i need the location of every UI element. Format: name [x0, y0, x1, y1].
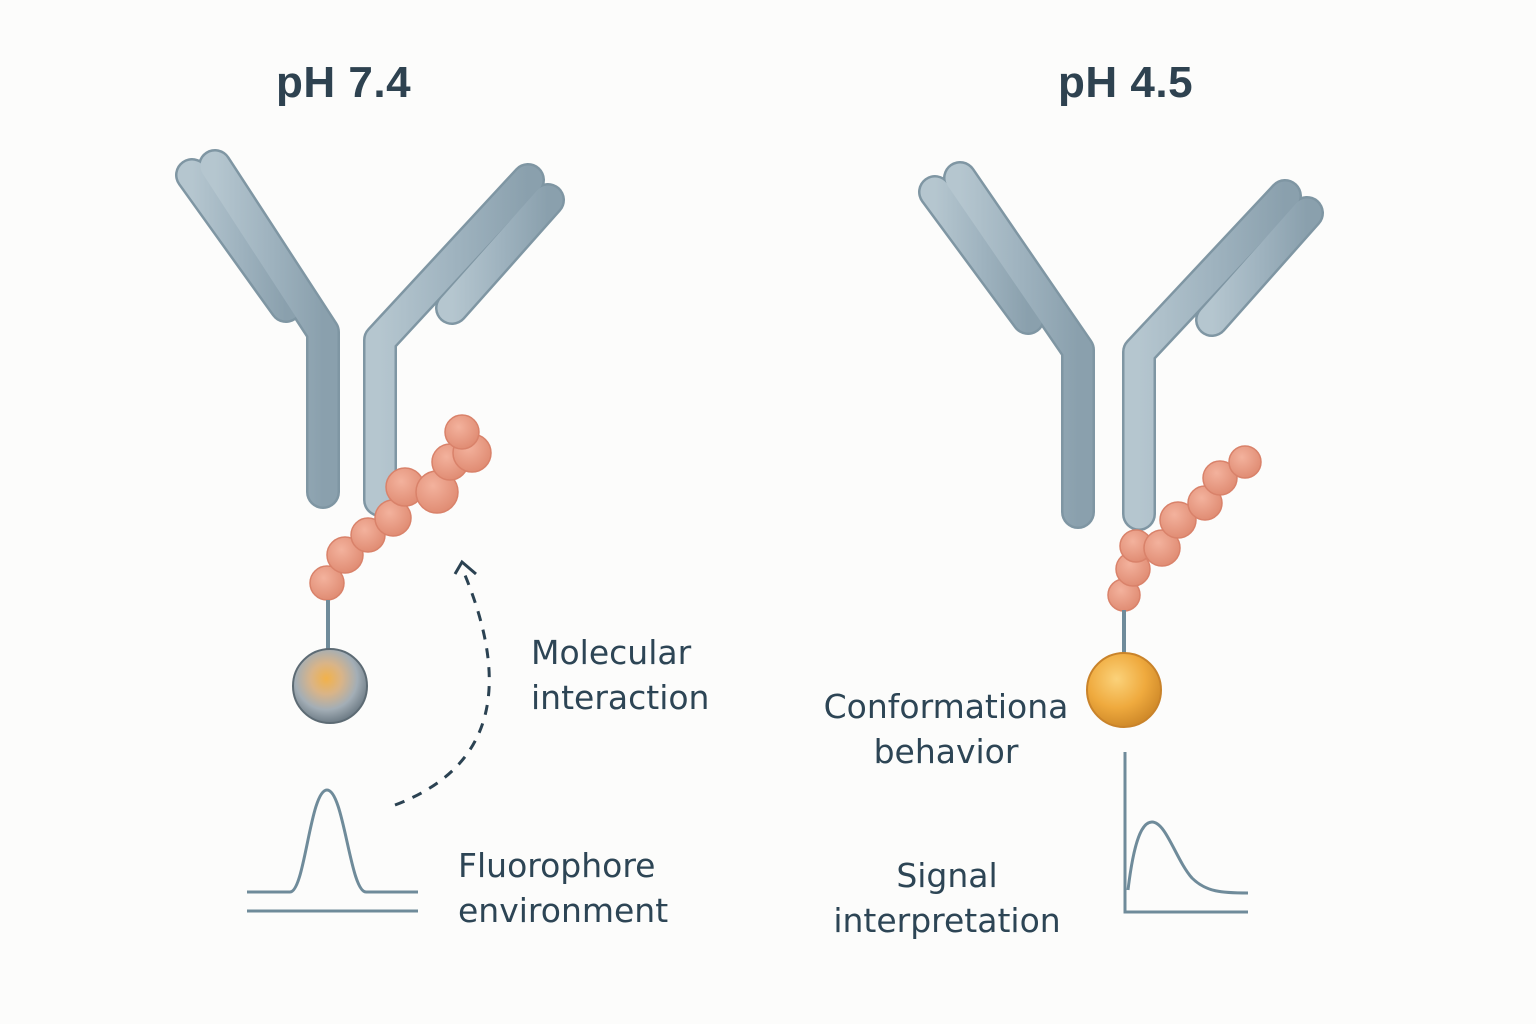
panel-title-left: pH 7.4 — [276, 58, 412, 107]
antibody-right — [918, 161, 1324, 531]
interaction-arrow — [394, 567, 491, 807]
interaction-arrowhead — [453, 559, 477, 576]
linker-peptide-right — [1107, 445, 1262, 612]
linker-peptide-left — [309, 414, 492, 601]
antibody-left — [175, 149, 565, 517]
emission-spectrum-right — [1123, 752, 1249, 914]
panel-title-right: pH 4.5 — [1058, 58, 1194, 107]
label-molecular-interaction: Molecular interaction — [531, 633, 710, 717]
label-signal-interpretation: Signal interpretation — [833, 856, 1061, 940]
fluorophore-right — [1086, 652, 1162, 728]
label-conformational-behavior: Conformationa behavior — [823, 687, 1069, 771]
label-fluorophore-environment: Fluorophore environment — [458, 846, 669, 930]
emission-spectrum-left — [247, 788, 418, 913]
fluorophore-left — [292, 648, 368, 724]
